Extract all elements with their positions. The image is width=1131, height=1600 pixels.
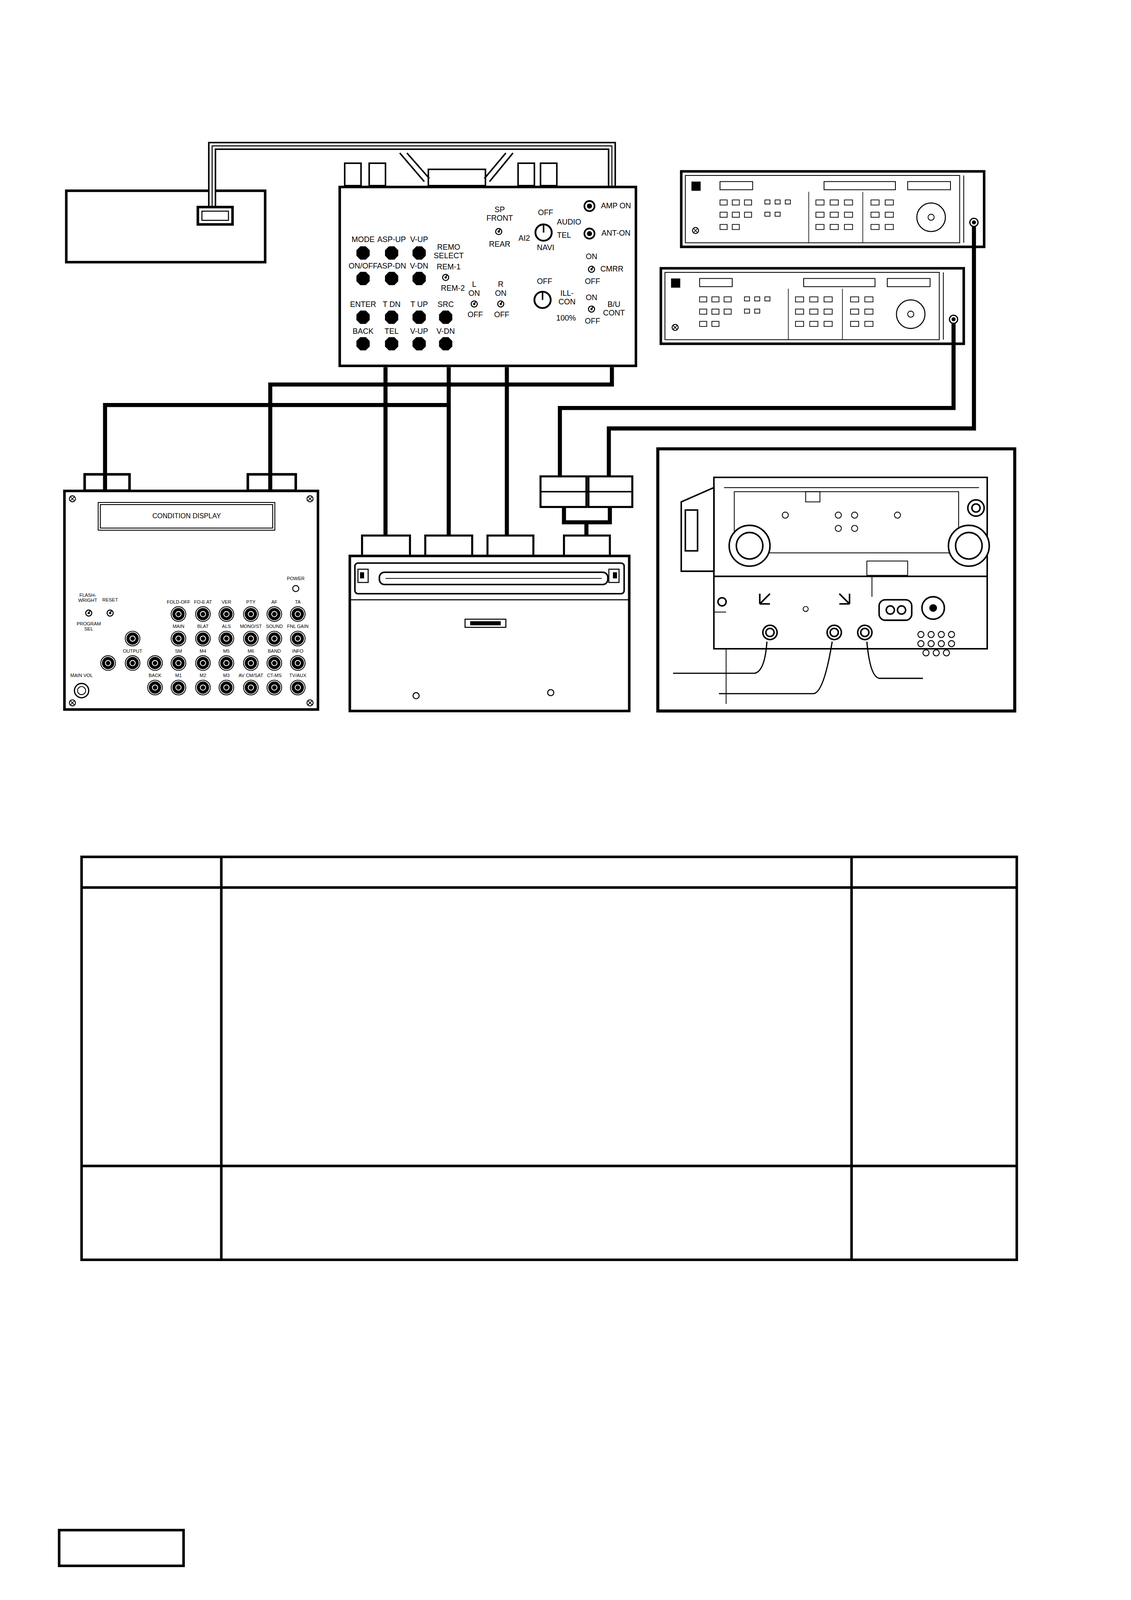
panel-label: R <box>498 280 504 289</box>
button-label: PROGRAM SEL <box>76 620 101 632</box>
button-label: MAIN <box>172 623 185 629</box>
panel-label: 100% <box>556 314 576 323</box>
panel-label: V-UP <box>410 235 429 245</box>
panel-label: BACK <box>352 327 374 336</box>
button-label: M6 <box>247 647 254 653</box>
button-label: ALS <box>221 623 231 629</box>
panel-label: ASP-DN <box>377 262 407 271</box>
panel-label: OFF <box>467 310 484 320</box>
panel-label: B/U CONT <box>603 300 625 318</box>
button-label: AV CM/SAT <box>238 672 264 678</box>
button-label: TV/AUX <box>289 672 307 678</box>
condition-display-window: CONDITION DISPLAY <box>97 501 276 531</box>
condition-display-box: POWER FLASH-WRIGHT RESET PROGRAM SEL FOLD-OF… <box>63 489 320 712</box>
panel-label: TEL <box>384 327 399 336</box>
button-label: VER <box>221 599 232 605</box>
panel-label: V-DN <box>410 262 429 271</box>
panel-label: MODE <box>351 235 375 245</box>
cable-wire <box>104 367 449 490</box>
control-panel: MODEASP-UP V-UP REMO SELECTREM-1REM-2 ON/OF… <box>338 185 638 368</box>
panel-label: OFF <box>584 277 601 286</box>
button-label: BACK <box>148 672 162 678</box>
panel-label: ANT-ON <box>601 229 631 238</box>
button-label: FOLD-OFF <box>166 599 191 605</box>
panel-label: ASP-UP <box>377 235 406 245</box>
panel-label: REAR <box>489 240 511 250</box>
panel-label: SRC <box>437 300 454 310</box>
panel-label: ON <box>585 293 598 303</box>
panel-label: L <box>472 280 477 289</box>
panel-label: ON <box>585 252 598 262</box>
panel-label: OFF <box>537 209 554 218</box>
cable-wire <box>270 367 612 490</box>
panel-label: NAVI <box>536 243 555 253</box>
panel-label: T DN <box>382 300 401 310</box>
button-label: FLASH-WRIGHT <box>78 592 98 603</box>
panel-label: OFF <box>494 310 510 320</box>
panel-label: OFF <box>536 277 553 286</box>
panel-label: REM-2 <box>440 284 465 293</box>
button-label: M5 <box>223 647 230 653</box>
button-label: MONO/ST <box>239 623 262 629</box>
button-label: SM <box>174 647 183 653</box>
panel-label: OFF <box>584 317 601 326</box>
panel-label: V-DN <box>436 327 455 336</box>
panel-label: AMP ON <box>600 201 632 211</box>
button-label: M3 <box>223 672 230 678</box>
button-label: MAIN VOL <box>70 672 94 678</box>
panel-label: AI2 <box>518 234 531 243</box>
panel-label: ILL-CON <box>558 289 576 307</box>
panel-label: TEL <box>556 231 572 240</box>
panel-label: ON <box>468 289 481 298</box>
panel-label: CMRR <box>600 265 624 274</box>
display-title: CONDITION DISPLAY <box>152 512 222 520</box>
button-label: BLAT <box>197 623 209 629</box>
button-label: BAND <box>267 647 281 653</box>
button-label: M4 <box>199 647 207 653</box>
button-label: INFO <box>292 647 304 653</box>
button-label: POWER <box>286 575 305 581</box>
panel-label: ON/OFF <box>348 262 378 271</box>
button-label: SOUND <box>265 623 283 629</box>
panel-label: ON <box>495 289 507 298</box>
button-label: PTY <box>246 599 256 605</box>
button-label: OUTPUT <box>122 647 143 653</box>
button-label: FO-E AT <box>194 599 213 605</box>
button-label: RESET <box>102 597 119 603</box>
panel-label: REMO SELECT <box>433 243 464 261</box>
button-label: CT-MS <box>267 672 282 678</box>
button-label: M2 <box>199 672 207 678</box>
panel-label: ENTER <box>349 300 377 310</box>
button-label: M1 <box>175 672 182 678</box>
panel-label: SP FRONT <box>486 205 514 223</box>
button-label: FNL GAIN <box>287 623 309 629</box>
button-label: AF <box>271 599 278 605</box>
panel-label: REM-1 <box>436 262 461 272</box>
panel-label: T UP <box>410 300 429 310</box>
button-label: TA <box>294 599 301 605</box>
panel-label: AUDIO <box>556 218 582 227</box>
panel-label: V-UP <box>410 327 429 336</box>
